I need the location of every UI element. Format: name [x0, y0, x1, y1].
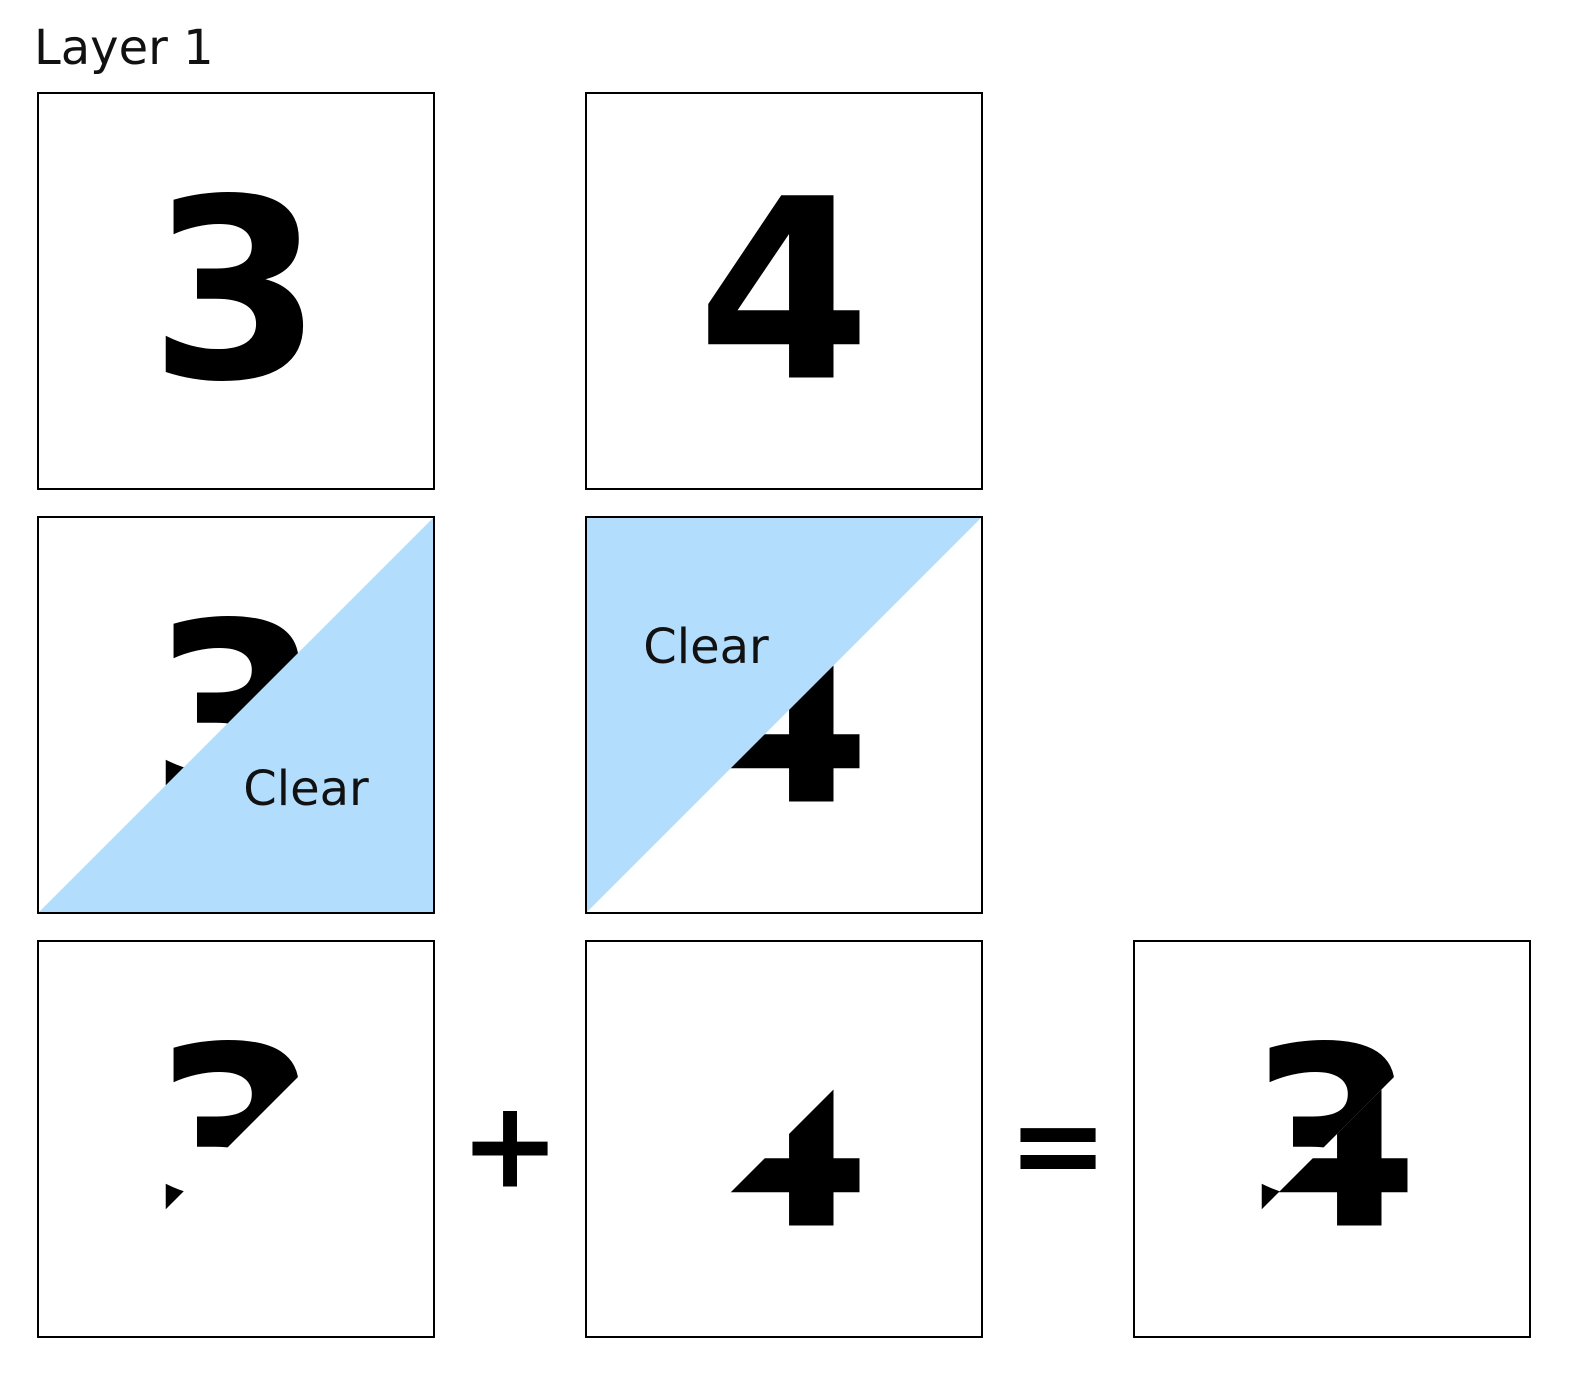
result-tile-3: 3	[37, 940, 435, 1338]
clear-region-upper-left	[586, 517, 982, 913]
layer-title: Layer 1	[34, 20, 214, 76]
clear-label-left: Clear	[243, 761, 369, 817]
mask-tile-4: 4 Clear	[585, 516, 983, 914]
mask-tile-3: 3 Clear	[37, 516, 435, 914]
clear-label-right: Clear	[643, 619, 769, 675]
clear-region-lower-right	[38, 517, 434, 913]
result-tile-4: 4	[585, 940, 983, 1338]
plus-operator: +	[460, 1077, 561, 1216]
source-tile-4: 4	[585, 92, 983, 490]
equals-operator: =	[1008, 1077, 1109, 1216]
source-digit-4: 4	[697, 146, 871, 437]
composite-tile: 3 4	[1133, 940, 1531, 1338]
source-tile-3: 3	[37, 92, 435, 490]
source-digit-3: 3	[149, 146, 323, 437]
